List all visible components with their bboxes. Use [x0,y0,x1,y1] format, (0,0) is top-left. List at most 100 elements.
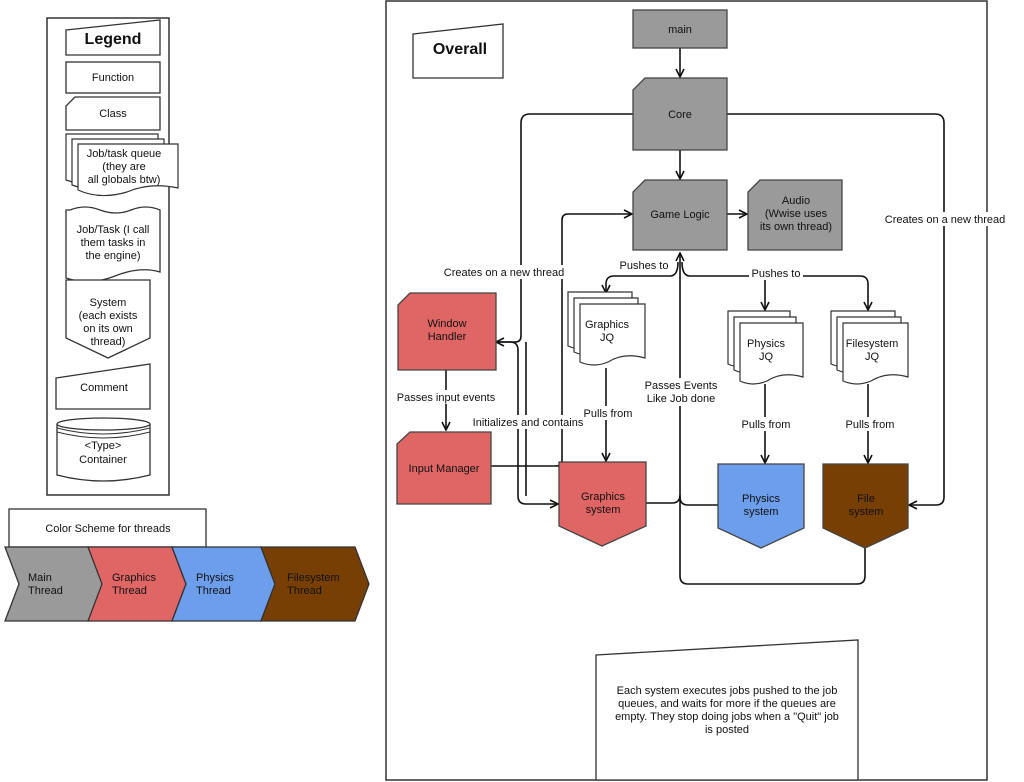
node-core-label: Core [668,109,692,121]
legend-function-shape [65,61,161,94]
legend-queue-shape [65,133,179,197]
color-scheme-title-box [8,508,207,548]
label-pulls-from-graphics: Pulls from [584,408,633,420]
node-window-handler-label-2: Handler [428,331,467,343]
legend-queue-label-3: all globals btw) [88,174,161,186]
node-game-logic-label: Game Logic [650,209,710,221]
node-graphics-system [558,461,647,547]
legend-title: Legend [85,31,142,48]
label-passes-events-2: Like Job done [647,393,716,405]
label-passes-input-events: Passes input events [397,392,496,404]
label-pulls-from-file: Pulls from [846,419,895,431]
filesystem-thread-label-2: Thread [287,585,322,597]
legend-queue-label-2: (they are [102,161,145,173]
node-window-handler [397,292,497,371]
label-creates-new-thread-right: Creates on a new thread [885,214,1005,226]
node-file-system-label-2: system [849,506,884,518]
color-scheme-panel: Color Scheme for threads Main Thread Gra… [4,508,370,622]
edge-physics-events [679,496,718,506]
legend-queue-label-1: Job/task queue [87,148,162,160]
filesystem-thread-chevron [260,546,370,622]
edge-push-graphicsjq [606,261,679,292]
filesystem-thread-label-1: Filesystem [287,572,340,584]
legend-class-shape [65,96,161,131]
legend-container-label-2: Container [79,454,127,466]
legend-task-label-1: Job/Task (I call [77,224,150,236]
node-core [632,77,728,151]
legend-panel: Legend Function Class Job/task queue (th… [46,17,179,496]
node-file-system-label-1: File [857,493,875,505]
node-file-system [822,463,909,549]
graphics-thread-chevron [87,546,187,622]
node-audio-label-3: its own thread) [760,221,832,233]
overall-comment-line-4: is posted [705,724,749,736]
legend-container-label-1: <Type> [85,440,122,452]
legend-task-label-3: the engine) [85,250,140,262]
node-window-handler-label-1: Window [427,318,466,330]
node-graphics-system-label-2: system [586,504,621,516]
node-physics-system-label-1: Physics [742,493,780,505]
legend-system-label-2: (each exists [79,310,138,322]
edge-push-fsjq [681,261,868,309]
label-initializes-and-contains: Initializes and contains [473,417,584,429]
legend-comment-label: Comment [80,382,128,394]
physics-thread-label-2: Thread [196,585,231,597]
graphics-thread-label-2: Thread [112,585,147,597]
node-main-label: main [668,24,692,36]
main-thread-label-1: Main [28,572,52,584]
node-game-logic [632,179,728,251]
node-filesystem-jq-label-2: JQ [865,351,880,363]
overall-comment-line-2: queues, and waits for more if the queues… [618,698,836,710]
edge-core-windowhandler [497,113,633,342]
edge-labels: Creates on a new thread Creates on a new… [394,212,1009,431]
label-pulls-from-physics: Pulls from [742,419,791,431]
edge-events-gamelogic [680,254,866,585]
overall-comment-line-1: Each system executes jobs pushed to the … [617,685,838,697]
node-input-manager [396,431,492,505]
node-audio-label-2: (Wwise uses [765,208,828,220]
legend-system-label-1: System [90,297,127,309]
node-physics-jq-label-1: Physics [747,338,785,350]
overall-comment-shape [595,639,859,781]
main-thread-chevron [4,546,105,622]
overall-title: Overall [433,41,487,58]
legend-system-shape [65,279,151,359]
legend-system-label-3: on its own [83,323,133,335]
legend-class-label: Class [99,108,127,120]
physics-thread-chevron [171,546,276,622]
main-thread-label-2: Thread [28,585,63,597]
connectors [446,48,945,585]
legend-system-label-4: thread) [91,336,126,348]
overall-title-shape [412,23,504,79]
legend-function-label: Function [92,72,134,84]
node-graphics-jq [567,291,646,366]
node-input-manager-label: Input Manager [409,463,480,475]
label-pushes-to-physics-fs: Pushes to [752,268,801,280]
legend-comment-shape [55,363,151,410]
graphics-thread-label-1: Graphics [112,572,157,584]
legend-task-label-2: them tasks in [81,237,146,249]
node-filesystem-jq [830,310,909,385]
node-main [632,9,728,49]
legend-title-shape [65,19,161,56]
node-physics-jq-label-2: JQ [759,351,774,363]
label-pushes-to-graphics: Pushes to [620,260,669,272]
physics-thread-label-1: Physics [196,572,234,584]
label-creates-new-thread-left: Creates on a new thread [444,267,564,279]
overall-comment-line-3: empty. They stop doing jobs when a "Quit… [615,711,839,723]
node-graphics-jq-label-2: JQ [600,332,615,344]
node-physics-system [717,463,805,549]
node-audio [747,179,843,251]
legend-container-shape [56,417,151,482]
color-scheme-title: Color Scheme for threads [45,523,171,535]
edge-graphics-events [646,494,681,504]
node-physics-jq [727,310,804,385]
label-passes-events-1: Passes Events [645,380,718,392]
edge-core-filesystem [727,113,945,505]
node-graphics-system-label-1: Graphics [581,491,626,503]
node-filesystem-jq-label-1: Filesystem [846,338,899,350]
node-audio-label-1: Audio [782,195,810,207]
node-graphics-jq-label-1: Graphics [585,319,630,331]
node-physics-system-label-2: system [744,506,779,518]
